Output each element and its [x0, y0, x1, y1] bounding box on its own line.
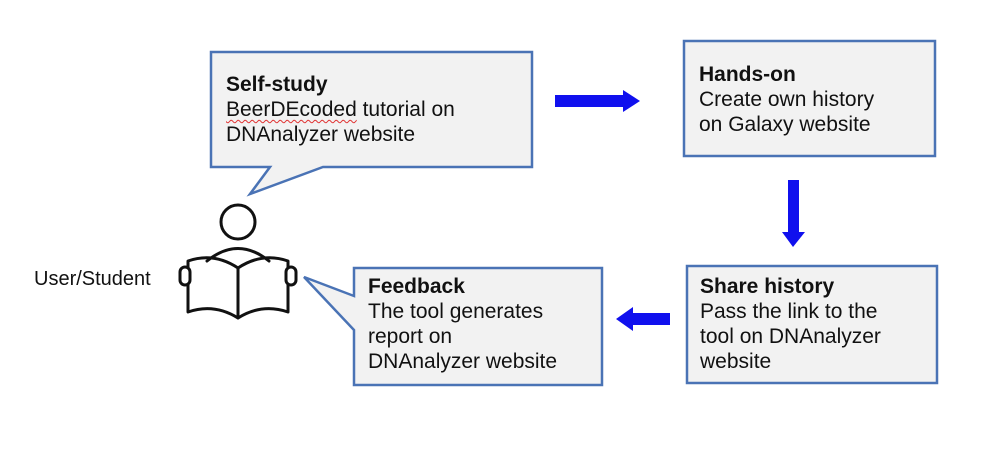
self-study-line-2: DNAnalyzer website [226, 123, 416, 146]
hands-on-title: Hands-on [699, 63, 796, 86]
hands-on-box [682, 39, 937, 158]
self-study-callout [209, 50, 534, 197]
self-study-line-1: BeerDEcoded tutorial on [226, 97, 455, 122]
user-student-label: User/Student [34, 268, 151, 290]
feedback-callout [303, 266, 604, 387]
arrow-down-icon [782, 180, 805, 247]
feedback-text: Feedback The tool generates report on DN… [368, 274, 557, 374]
hands-on-line-1: Create own history [699, 88, 875, 111]
share-history-text: Share history Pass the link to the tool … [700, 274, 881, 374]
self-study-text: Self-study BeerDEcoded tutorial on DNAna… [226, 72, 455, 147]
feedback-title: Feedback [368, 275, 465, 298]
share-history-line-2: tool on DNAnalyzer [700, 325, 881, 348]
self-study-line-1-rest: tutorial on [356, 98, 455, 121]
share-history-line-1: Pass the link to the [700, 300, 878, 323]
share-history-box [685, 264, 939, 385]
self-study-title: Self-study [226, 73, 328, 96]
feedback-line-3: DNAnalyzer website [368, 350, 558, 373]
arrow-left-icon [616, 307, 670, 331]
reading-person-icon [178, 203, 298, 320]
beerdecoded-word: BeerDEcoded [226, 98, 357, 121]
arrow-right-icon [555, 90, 640, 112]
share-history-line-3: website [700, 350, 772, 373]
feedback-line-1: The tool generates [368, 300, 544, 323]
hands-on-line-2: on Galaxy website [699, 113, 871, 136]
hands-on-text: Hands-on Create own history on Galaxy we… [699, 62, 874, 137]
feedback-line-2: report on [368, 325, 453, 348]
share-history-title: Share history [700, 275, 835, 298]
